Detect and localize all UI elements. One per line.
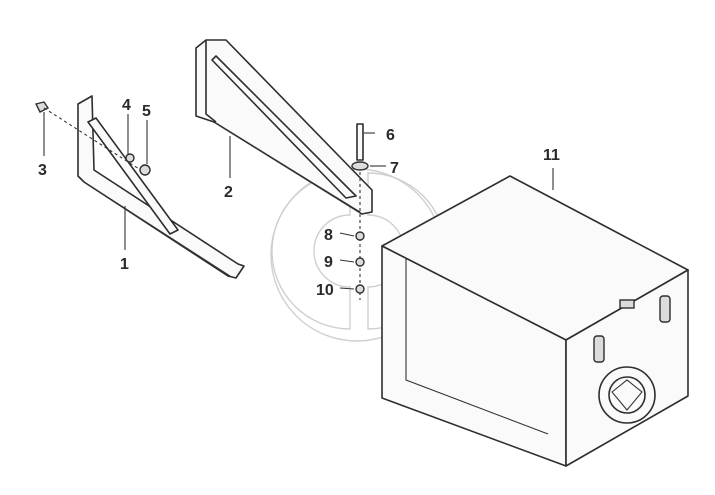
callout-1: 1 xyxy=(120,256,129,273)
callout-8: 8 xyxy=(324,227,333,244)
callout-9: 9 xyxy=(324,254,333,271)
callout-5: 5 xyxy=(142,103,151,120)
callout-6: 6 xyxy=(386,127,395,144)
callout-labels: 1 2 3 4 5 6 7 8 9 10 11 xyxy=(38,97,560,299)
callout-2: 2 xyxy=(224,184,233,201)
upper-bracket xyxy=(195,39,373,215)
callout-4: 4 xyxy=(122,97,131,114)
fastener-stack xyxy=(351,123,369,300)
callout-11: 11 xyxy=(543,147,560,164)
callout-10: 10 xyxy=(316,282,334,299)
lower-bracket xyxy=(77,95,245,279)
callout-7: 7 xyxy=(390,160,399,177)
bolt-assembly-left xyxy=(34,101,151,177)
tool-box xyxy=(381,175,689,467)
callout-3: 3 xyxy=(38,162,47,179)
leader-lines xyxy=(43,112,554,290)
